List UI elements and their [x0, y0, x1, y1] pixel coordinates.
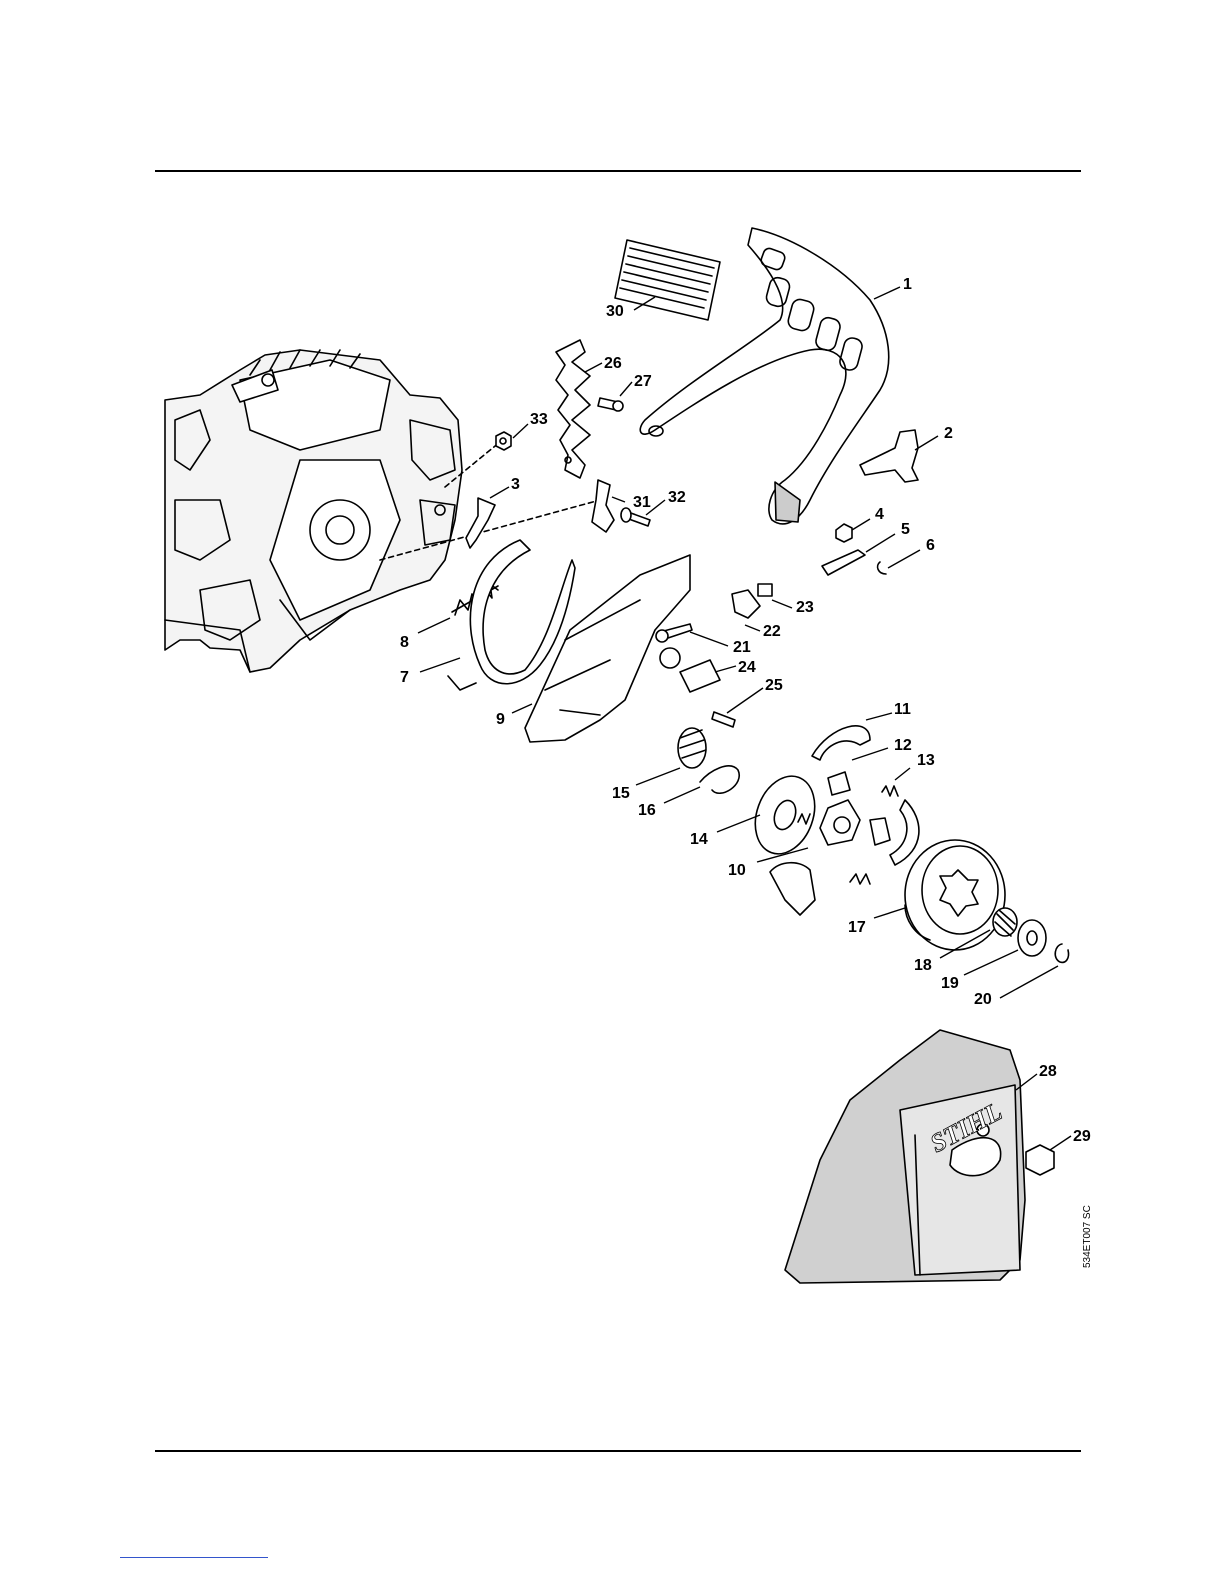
part-12-shoe: [828, 772, 850, 795]
callout-27: 27: [634, 373, 652, 390]
callout-24: 24: [738, 659, 756, 676]
callout-33: 33: [530, 411, 548, 428]
callout-26: 26: [604, 355, 622, 372]
callout-23: 23: [796, 599, 814, 616]
engine-housing: [165, 350, 462, 672]
part-3-spring-bracket: [466, 498, 495, 548]
callout-7: 7: [400, 669, 409, 686]
callout-9: 9: [496, 711, 505, 728]
part-11-clutch-shoe: [812, 726, 870, 760]
callout-29: 29: [1073, 1128, 1091, 1145]
part-26-bumper-spike: [556, 340, 590, 478]
part-27-screw: [598, 398, 623, 411]
callout-6: 6: [926, 537, 935, 554]
leader-lines: [418, 287, 1071, 1150]
callout-28: 28: [1039, 1063, 1057, 1080]
callout-21: 21: [733, 639, 751, 656]
footer-link-underline[interactable]: [120, 1557, 268, 1558]
callout-1: 1: [903, 276, 912, 293]
part-28-sprocket-cover: [785, 1030, 1025, 1283]
part-14-washer: [745, 768, 825, 862]
callout-4: 4: [875, 506, 884, 523]
part-30-decal: [615, 240, 720, 320]
part-4-nut: [836, 524, 852, 542]
callout-5: 5: [901, 521, 910, 538]
part-15-pump-drive: [678, 728, 706, 768]
part-2-lever: [860, 430, 918, 482]
callout-22: 22: [763, 623, 781, 640]
part-18-bearing: [993, 908, 1017, 936]
part-19-washer: [1018, 920, 1046, 956]
callout-32: 32: [668, 489, 686, 506]
part-13-spring: [882, 786, 898, 796]
callout-17: 17: [848, 919, 866, 936]
callout-2: 2: [944, 425, 953, 442]
callout-31: 31: [633, 494, 651, 511]
part-6-clip: [878, 562, 886, 574]
callout-12: 12: [894, 737, 912, 754]
callout-20: 20: [974, 991, 992, 1008]
callout-11: 11: [894, 701, 911, 718]
part-20-e-clip: [1055, 944, 1068, 962]
callout-10: 10: [728, 862, 746, 879]
callout-13: 13: [917, 752, 935, 769]
part-31-catch: [592, 480, 614, 532]
callout-3: 3: [511, 476, 520, 493]
callout-19: 19: [941, 975, 959, 992]
callout-8: 8: [400, 634, 409, 651]
callout-16: 16: [638, 802, 656, 819]
part-16-spring-clip: [700, 766, 739, 793]
callout-25: 25: [765, 677, 783, 694]
callout-18: 18: [914, 957, 932, 974]
part-33-nut: [496, 432, 511, 450]
part-17-sprocket: [905, 840, 1005, 950]
callout-14: 14: [690, 831, 708, 848]
callout-30: 30: [606, 303, 624, 320]
part-5-link: [822, 550, 865, 575]
drawing-code: 534ET007 SC: [1082, 1205, 1093, 1268]
callout-15: 15: [612, 785, 630, 802]
